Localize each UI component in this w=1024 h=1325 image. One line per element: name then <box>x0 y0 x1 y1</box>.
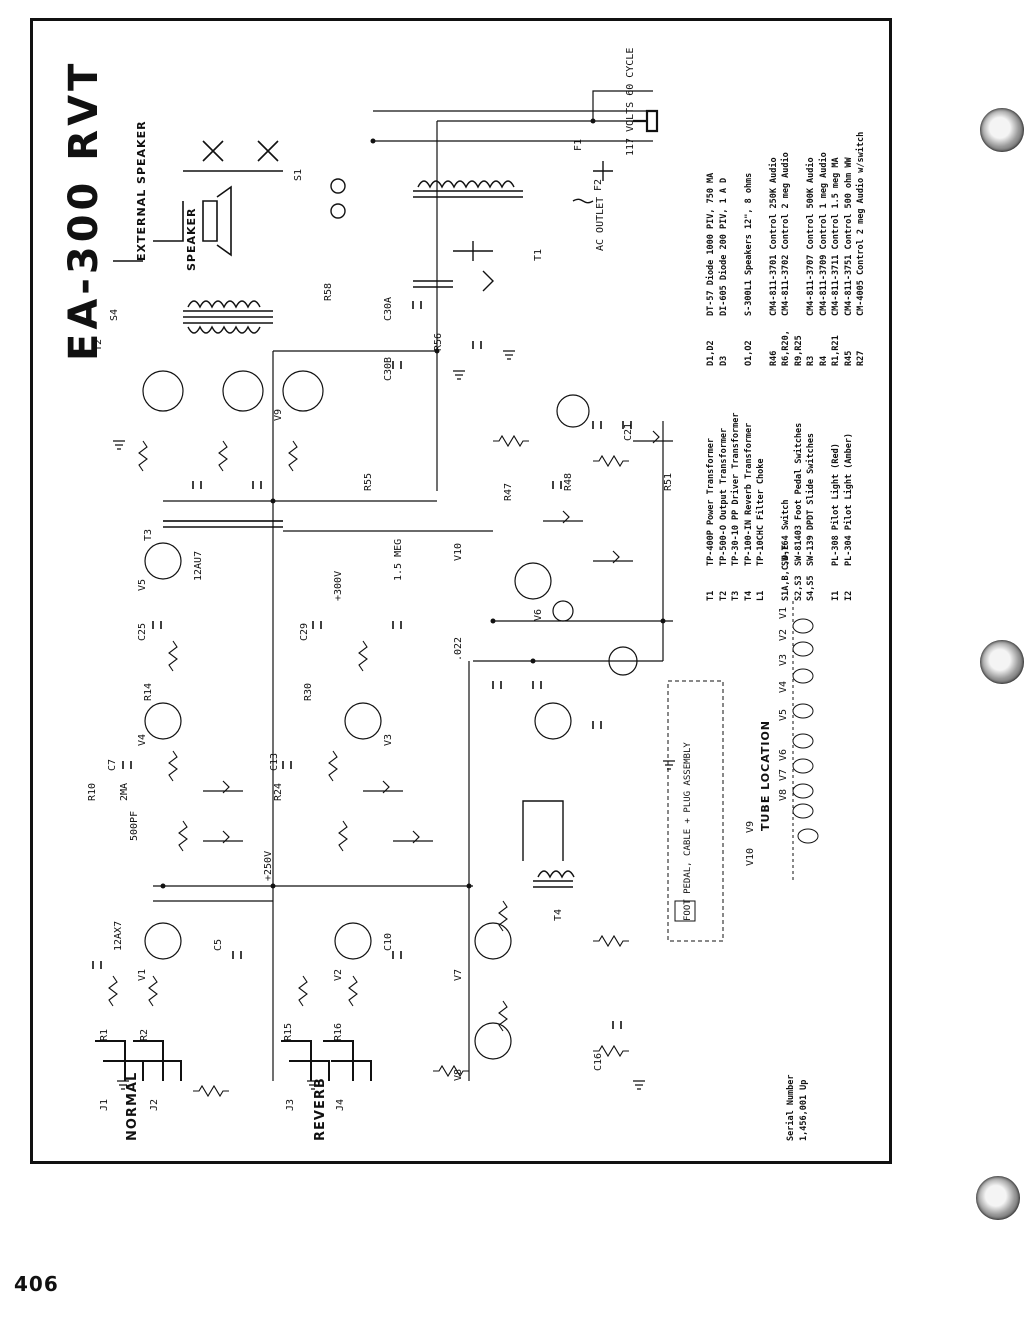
value-12au7: 12AU7 <box>193 550 204 581</box>
tube-pos-v7: V7 <box>778 768 789 781</box>
normal-input-label: NORMAL <box>125 1071 140 1141</box>
transformers <box>163 180 575 888</box>
schematic-frame: EA-300 RVT NORMAL REVERB J1 J2 J3 J4 EXT… <box>30 18 892 1164</box>
tube-pos-v9: V9 <box>745 820 756 833</box>
speaker-label: SPEAKER <box>185 207 198 271</box>
label-r15: R15 <box>283 1022 294 1041</box>
label-c13: C13 <box>269 752 280 771</box>
label-c29: C29 <box>299 622 310 641</box>
reverb-input-label: REVERB <box>313 1077 328 1141</box>
label-v7: V7 <box>453 968 464 981</box>
ac-outlet-label: AC OUTLET <box>595 196 606 251</box>
label-r10: R10 <box>87 782 98 801</box>
page-number: 406 <box>14 1272 59 1296</box>
label-r16: R16 <box>333 1022 344 1041</box>
grounds <box>113 350 675 1090</box>
tube-pos-v6: V6 <box>778 748 789 761</box>
value-022: .022 <box>453 636 464 661</box>
power-section <box>330 109 659 292</box>
schematic-title: EA-300 RVT <box>61 59 107 361</box>
binder-hole-icon <box>980 108 1024 152</box>
tube-pos-v3: V3 <box>778 653 789 666</box>
label-s1: S1 <box>293 168 304 181</box>
tube-location-heading: TUBE LOCATION <box>759 719 772 831</box>
tube-pos-v5: V5 <box>778 708 789 721</box>
label-v1: V1 <box>137 968 148 981</box>
resistors <box>108 434 629 1098</box>
label-r2: R2 <box>139 1028 150 1041</box>
label-r58: R58 <box>323 282 334 301</box>
jack-j4-label: J4 <box>335 1098 346 1111</box>
label-s4: S4 <box>109 308 120 321</box>
jack-j1-label: J1 <box>99 1098 110 1111</box>
label-c5: C5 <box>213 938 224 951</box>
label-r56: R56 <box>433 332 444 351</box>
label-v3: V3 <box>383 733 394 746</box>
tube-pos-v8: V8 <box>778 788 789 801</box>
tube-pos-v10: V10 <box>745 847 756 866</box>
label-r1: R1 <box>99 1028 110 1041</box>
tube-location-diagram <box>667 601 819 942</box>
tube-pos-v1: V1 <box>778 606 789 619</box>
label-t2: T2 <box>93 338 104 351</box>
external-speaker-label: EXTERNAL SPEAKER <box>135 120 148 261</box>
label-v8: V8 <box>453 1068 464 1081</box>
speaker-outputs <box>113 140 283 262</box>
label-f2: F2 <box>593 178 604 191</box>
binder-hole-icon <box>980 640 1024 684</box>
label-v6: V6 <box>533 608 544 621</box>
value-plus-250v: +250V <box>263 850 274 881</box>
label-t1: T1 <box>533 248 544 261</box>
label-v5: V5 <box>137 578 148 591</box>
value-1-5-meg: 1.5 MEG <box>393 538 404 581</box>
tube-pos-v2: V2 <box>778 628 789 641</box>
input-jacks <box>95 1040 372 1081</box>
serial-number-block: Serial Number 1,456,001 Up <box>786 1074 809 1141</box>
label-v2: V2 <box>333 968 344 981</box>
label-r14: R14 <box>143 682 154 701</box>
capacitors <box>92 301 632 1029</box>
value-2ma: 2MA <box>119 782 130 801</box>
binder-hole-icon <box>976 1176 1020 1220</box>
tubes <box>142 370 638 1060</box>
foot-pedal-note: FOOT PEDAL, CABLE + PLUG ASSEMBLY <box>683 742 693 921</box>
label-r48: R48 <box>563 472 574 491</box>
label-c30b: C30B <box>383 356 394 381</box>
schematic-drawing <box>92 90 819 1098</box>
jack-j3-label: J3 <box>285 1098 296 1111</box>
label-r47: R47 <box>503 482 514 501</box>
label-c30a: C30A <box>383 296 394 321</box>
value-plus-300v: +300V <box>333 570 344 601</box>
label-v10: V10 <box>453 542 464 561</box>
label-t4: T4 <box>553 908 564 921</box>
line-voltage-label: 117 VOLTS 60 CYCLE <box>625 47 636 156</box>
label-f1: F1 <box>573 138 584 151</box>
label-r51: R51 <box>663 472 674 491</box>
value-12ax7: 12AX7 <box>113 920 124 951</box>
jack-j2-label: J2 <box>149 1098 160 1111</box>
label-v9: V9 <box>273 408 284 421</box>
label-r30: R30 <box>303 682 314 701</box>
label-t3: T3 <box>143 528 154 541</box>
label-v4: V4 <box>137 733 148 746</box>
tube-pos-v4: V4 <box>778 680 789 693</box>
label-c16: C16 <box>593 1052 604 1071</box>
label-c7: C7 <box>107 758 118 771</box>
label-r24: R24 <box>273 782 284 801</box>
label-c25: C25 <box>137 622 148 641</box>
label-c21: C21 <box>623 422 634 441</box>
potentiometers <box>203 430 673 844</box>
label-r55: R55 <box>363 472 374 491</box>
value-500pf: 500PF <box>129 810 140 841</box>
label-c10: C10 <box>383 932 394 951</box>
